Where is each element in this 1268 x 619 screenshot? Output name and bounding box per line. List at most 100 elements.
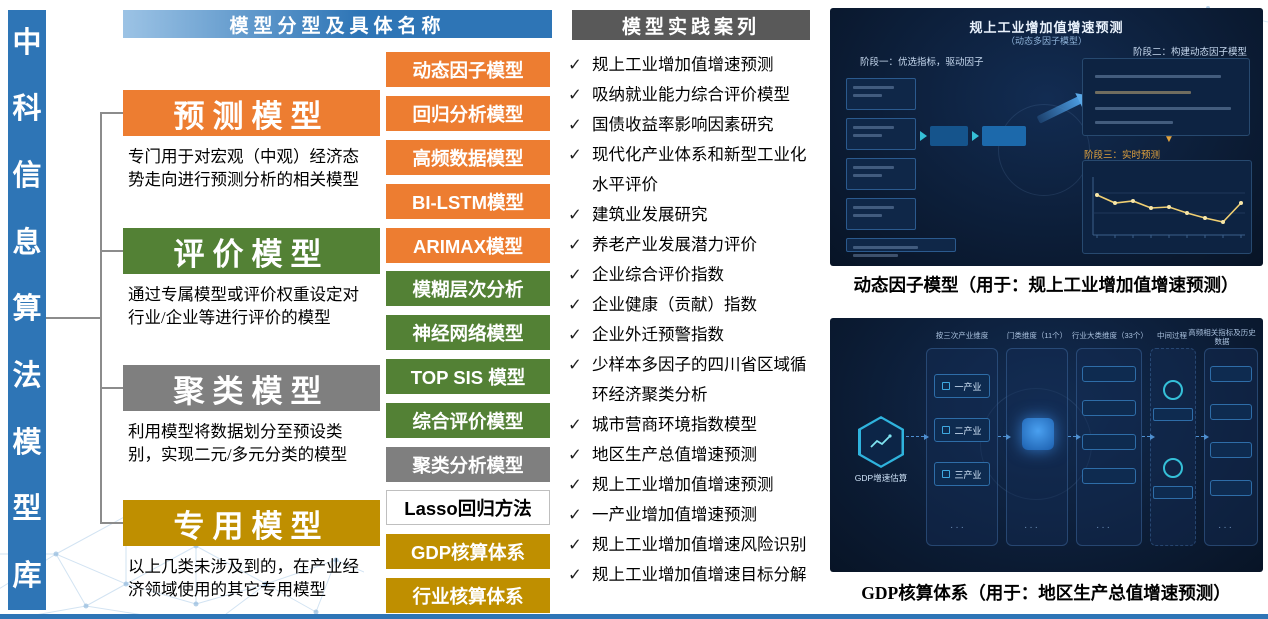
case-item: ✓规上工业增加值增速预测 bbox=[566, 50, 818, 80]
formula-line bbox=[1095, 107, 1231, 110]
ellipsis: ··· bbox=[1096, 522, 1112, 533]
model-chip: BI-LSTM模型 bbox=[386, 184, 550, 219]
flow-connector bbox=[998, 433, 1011, 440]
check-icon: ✓ bbox=[568, 446, 582, 464]
case-text: 少样本多因子的四川省区域循环经济聚类分析 bbox=[592, 356, 807, 404]
ellipsis: ··· bbox=[1218, 522, 1234, 533]
library-title-bar: 中 科 信 息 算 法 模 型 库 bbox=[8, 10, 46, 610]
classification-header: 模型分型及具体名称 bbox=[123, 10, 552, 38]
case-item: ✓现代化产业体系和新型工业化水平评价 bbox=[566, 140, 818, 200]
stage2-label: 阶段二：构建动态因子模型 bbox=[1132, 47, 1247, 58]
indicator-box bbox=[846, 118, 916, 150]
case-text: 一产业增加值增速预测 bbox=[592, 506, 757, 524]
ellipsis: ··· bbox=[1024, 522, 1040, 533]
stage1-label: 阶段一：优选指标，驱动因子 bbox=[860, 57, 984, 68]
model-chip: GDP核算体系 bbox=[386, 534, 550, 569]
watermark-circle bbox=[998, 104, 1090, 196]
dashboard1-caption: 动态因子模型（用于：规上工业增加值增速预测） bbox=[853, 275, 1239, 295]
case-item: ✓规上工业增加值增速目标分解 bbox=[566, 560, 818, 590]
check-icon: ✓ bbox=[568, 116, 582, 134]
flow-connector bbox=[1142, 433, 1155, 440]
library-title-char: 库 bbox=[12, 560, 42, 593]
indicator-pill bbox=[1210, 404, 1252, 420]
process-box bbox=[1153, 486, 1193, 499]
case-item: ✓养老产业发展潜力评价 bbox=[566, 230, 818, 260]
category-clustering: 聚类模型 bbox=[123, 365, 380, 411]
industry-class-pill bbox=[1082, 468, 1136, 484]
case-item: ✓ 建筑业发展研究 bbox=[566, 200, 818, 230]
dashboard-screenshot-gdp-accounting: 按三次产业维度 门类维度（11个） 行业大类维度（33个） 中间过程 高频相关指… bbox=[830, 318, 1263, 572]
dashboard1-title: 规上工业增加值增速预测 bbox=[969, 20, 1124, 35]
model-chip: 神经网络模型 bbox=[386, 315, 550, 350]
case-text: 吸纳就业能力综合评价模型 bbox=[592, 86, 790, 104]
dimension-panel bbox=[1150, 348, 1196, 546]
case-text: 养老产业发展潜力评价 bbox=[592, 236, 757, 254]
gdp-hexagon-inner bbox=[860, 418, 902, 466]
check-icon: ✓ bbox=[568, 476, 582, 494]
library-title-char: 息 bbox=[12, 226, 42, 259]
library-title-char: 型 bbox=[12, 493, 42, 526]
formula-line bbox=[1095, 91, 1191, 94]
flow-step-box bbox=[930, 126, 968, 146]
library-title-char: 信 bbox=[12, 160, 42, 193]
model-chip: 高频数据模型 bbox=[386, 140, 550, 175]
industry-icon bbox=[942, 426, 951, 434]
column-header: 高频相关指标及历史数据 bbox=[1188, 328, 1256, 347]
model-chip: TOP SIS 模型 bbox=[386, 359, 550, 394]
check-icon: ✓ bbox=[568, 296, 582, 314]
industry-class-pill bbox=[1082, 434, 1136, 450]
category-glow-icon bbox=[1022, 418, 1054, 450]
check-icon: ✓ bbox=[568, 416, 582, 434]
model-chip: 行业核算体系 bbox=[386, 578, 550, 613]
category-evaluation: 评价模型 bbox=[123, 228, 380, 274]
check-icon: ✓ bbox=[568, 146, 582, 164]
industry-icon bbox=[942, 382, 951, 390]
case-item: ✓规上工业增加值增速预测 bbox=[566, 470, 818, 500]
column-header: 中间过程 bbox=[1157, 331, 1187, 340]
indicator-pill bbox=[1210, 480, 1252, 496]
case-item: ✓ 城市营商环境指数模型 bbox=[566, 410, 818, 440]
gdp-estimation-label: GDP增速估算 bbox=[854, 473, 908, 483]
flow-arrow-icon bbox=[972, 131, 979, 141]
model-chip: ARIMAX模型 bbox=[386, 228, 550, 263]
connector-branch bbox=[100, 522, 123, 524]
case-item: ✓ 企业外迁预警指数 bbox=[566, 320, 818, 350]
flow-arrow-icon bbox=[920, 131, 927, 141]
library-title-char: 算 bbox=[12, 293, 42, 326]
check-icon: ✓ bbox=[568, 506, 582, 524]
case-item: ✓ 一产业增加值增速预测 bbox=[566, 500, 818, 530]
industry-label: 二产业 bbox=[954, 425, 982, 436]
check-icon: ✓ bbox=[568, 566, 582, 584]
connector-branch bbox=[100, 250, 123, 252]
library-title-char: 法 bbox=[12, 360, 42, 393]
industry-box: 一产业 bbox=[934, 374, 990, 398]
column-header: 行业大类维度（33个） bbox=[1072, 331, 1148, 340]
case-item: ✓吸纳就业能力综合评价模型 bbox=[566, 80, 818, 110]
check-icon: ✓ bbox=[568, 356, 582, 374]
check-icon: ✓ bbox=[568, 206, 582, 224]
library-title-char: 模 bbox=[12, 426, 42, 459]
indicator-box bbox=[846, 78, 916, 110]
case-item: ✓企业健康（贡献）指数 bbox=[566, 290, 818, 320]
case-item: ✓企业综合评价指数 bbox=[566, 260, 818, 290]
industry-class-pill bbox=[1082, 400, 1136, 416]
model-chip: Lasso回归方法 bbox=[386, 490, 550, 525]
industry-label: 三产业 bbox=[954, 469, 982, 480]
indicator-box bbox=[846, 198, 916, 230]
check-icon: ✓ bbox=[568, 326, 582, 344]
case-text: 建筑业发展研究 bbox=[592, 206, 708, 224]
connector-stem bbox=[46, 317, 100, 319]
case-text: 城市营商环境指数模型 bbox=[592, 416, 757, 434]
connector-branch bbox=[100, 112, 123, 114]
model-chip: 回归分析模型 bbox=[386, 96, 550, 131]
column-header: 按三次产业维度 bbox=[935, 331, 989, 340]
category-prediction: 预测模型 bbox=[123, 90, 380, 136]
case-text: 企业外迁预警指数 bbox=[592, 326, 724, 344]
case-text: 地区生产总值增速预测 bbox=[592, 446, 757, 464]
model-chip: 模糊层次分析 bbox=[386, 271, 550, 306]
library-title-char: 中 bbox=[12, 26, 42, 59]
formula-line bbox=[1095, 75, 1221, 78]
dashboard2-caption: GDP核算体系（用于：地区生产总值增速预测） bbox=[861, 583, 1231, 603]
check-icon: ✓ bbox=[568, 266, 582, 284]
